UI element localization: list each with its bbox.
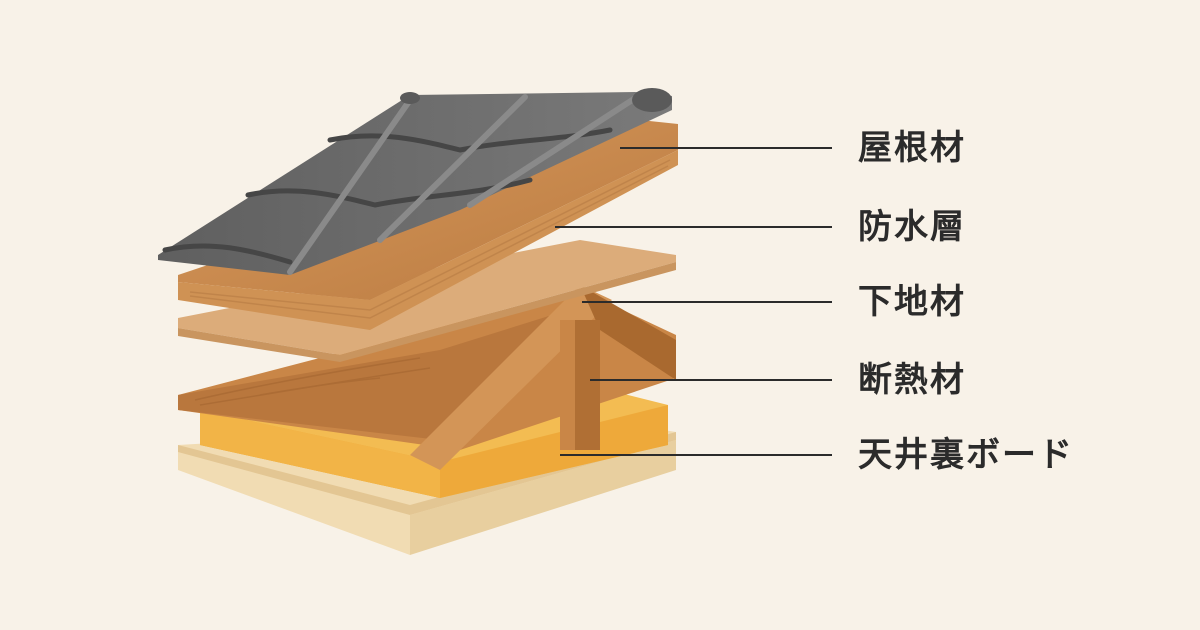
leader-lines — [555, 147, 832, 456]
label-waterproof-layer: 防水層 — [858, 207, 966, 247]
label-base-material: 下地材 — [858, 282, 966, 322]
roof-tiles — [158, 88, 672, 275]
rafter-frame — [178, 285, 676, 470]
label-ceiling-board: 天井裏ボード — [858, 435, 1074, 475]
label-roof-material: 屋根材 — [858, 128, 966, 168]
label-insulation: 断熱材 — [858, 360, 966, 400]
